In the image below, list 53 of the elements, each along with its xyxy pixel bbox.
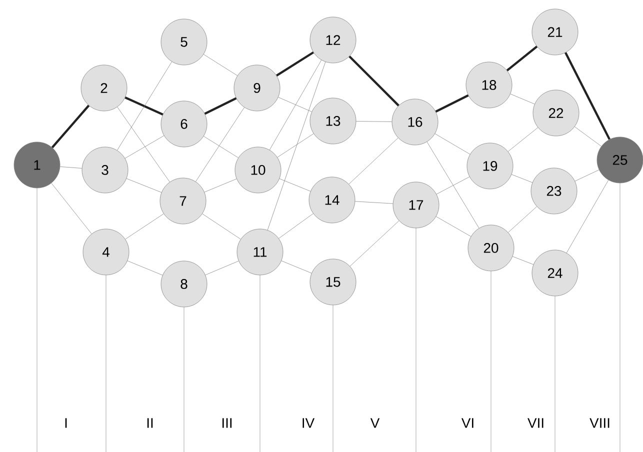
stage-label: IV	[302, 418, 315, 428]
stage-label: V	[370, 418, 380, 428]
connector-line	[279, 178, 311, 192]
connector-line	[508, 127, 538, 152]
connector-line	[51, 182, 92, 234]
stage-label: VI	[461, 418, 474, 428]
stage-label: VIII	[590, 418, 610, 428]
connector-line	[354, 201, 394, 204]
stage-label: III	[222, 418, 232, 428]
connector-line	[566, 180, 609, 254]
connector-line	[350, 220, 400, 266]
connector-line	[436, 216, 472, 237]
connector-line	[204, 178, 237, 192]
connector-line	[203, 54, 238, 76]
connector-line	[60, 166, 82, 168]
connector-line	[117, 106, 170, 182]
connector-line	[51, 104, 90, 148]
connector-line	[276, 51, 314, 77]
connector-line	[436, 176, 470, 194]
connector-line	[564, 52, 610, 140]
connector-line	[278, 97, 312, 112]
connector-line	[205, 260, 239, 276]
connector-line	[204, 97, 237, 115]
stage-label: VII	[528, 418, 544, 428]
connector-line	[196, 107, 244, 182]
connector-line	[127, 260, 163, 276]
connector-line	[204, 136, 238, 158]
connector-line	[126, 178, 162, 193]
connector-line	[574, 126, 602, 146]
stage-label: I	[65, 418, 67, 428]
connector-line	[124, 96, 164, 116]
connector-line	[506, 46, 538, 72]
connector-line	[356, 121, 392, 122]
connector-line	[277, 133, 314, 158]
connector-line	[510, 94, 535, 104]
connector-line	[434, 134, 470, 154]
connector-line	[574, 170, 600, 182]
connector-line	[269, 60, 322, 150]
stage-label: II	[147, 418, 153, 428]
connector-line	[202, 214, 241, 240]
connector-line	[267, 62, 326, 230]
connector-line	[117, 62, 172, 150]
connector-line	[125, 214, 164, 240]
connector-line	[124, 135, 164, 159]
connector-line	[426, 142, 480, 228]
connector-line	[278, 213, 314, 239]
connector-line	[348, 138, 398, 184]
connector-line	[435, 94, 469, 113]
connector-line	[512, 256, 534, 265]
connector-line	[348, 56, 400, 106]
connector-line	[511, 174, 533, 183]
connector-line	[508, 206, 537, 233]
connector-line	[281, 260, 312, 274]
